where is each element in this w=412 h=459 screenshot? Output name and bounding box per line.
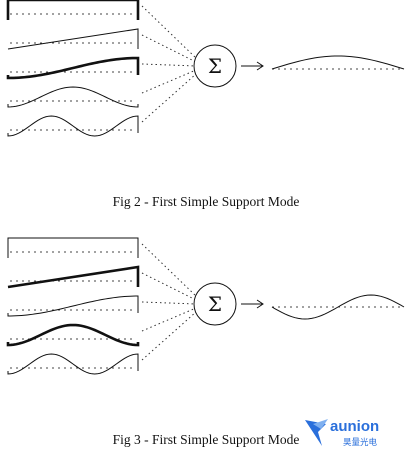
connector-4 (141, 69, 197, 94)
input-mode-1 (7, 237, 139, 258)
input-mode-4 (7, 86, 139, 108)
connector-1 (141, 5, 197, 59)
sum-circle (193, 282, 237, 326)
output-arrow-head (256, 61, 264, 71)
figure-3-caption: Fig 3 - First Simple Support Mode (112, 432, 300, 447)
figure-3-diagram: Σ (6, 237, 405, 375)
aunion-logo: aunion 昊量光电 (305, 418, 379, 447)
output-arrow-head (256, 299, 264, 309)
input-mode-5 (7, 353, 139, 375)
connector-5 (141, 73, 197, 123)
connector-1 (141, 243, 197, 297)
input-mode-3 (6, 56, 140, 80)
connector-4 (141, 307, 197, 332)
sum-circle (193, 44, 237, 88)
input-mode-4 (6, 323, 140, 347)
input-mode-1 (6, 0, 140, 20)
output-mode-curve (271, 294, 405, 320)
sum-symbol: Σ (208, 54, 222, 78)
figure-2-diagram: Σ (6, 0, 405, 137)
output-mode-curve (271, 55, 405, 70)
figure-2-caption: Fig 2 - First Simple Support Mode (112, 194, 300, 209)
input-mode-2 (7, 28, 139, 50)
logo-name: aunion (330, 418, 379, 435)
sum-symbol: Σ (208, 292, 222, 316)
input-mode-2 (7, 265, 140, 289)
input-mode-3 (7, 295, 139, 317)
connector-3 (141, 63, 197, 67)
connector-2 (141, 272, 197, 301)
connector-5 (141, 311, 197, 361)
connector-3 (141, 301, 197, 305)
connector-2 (141, 34, 197, 63)
logo-subtitle: 昊量光电 (343, 437, 378, 447)
input-mode-5 (7, 115, 139, 137)
